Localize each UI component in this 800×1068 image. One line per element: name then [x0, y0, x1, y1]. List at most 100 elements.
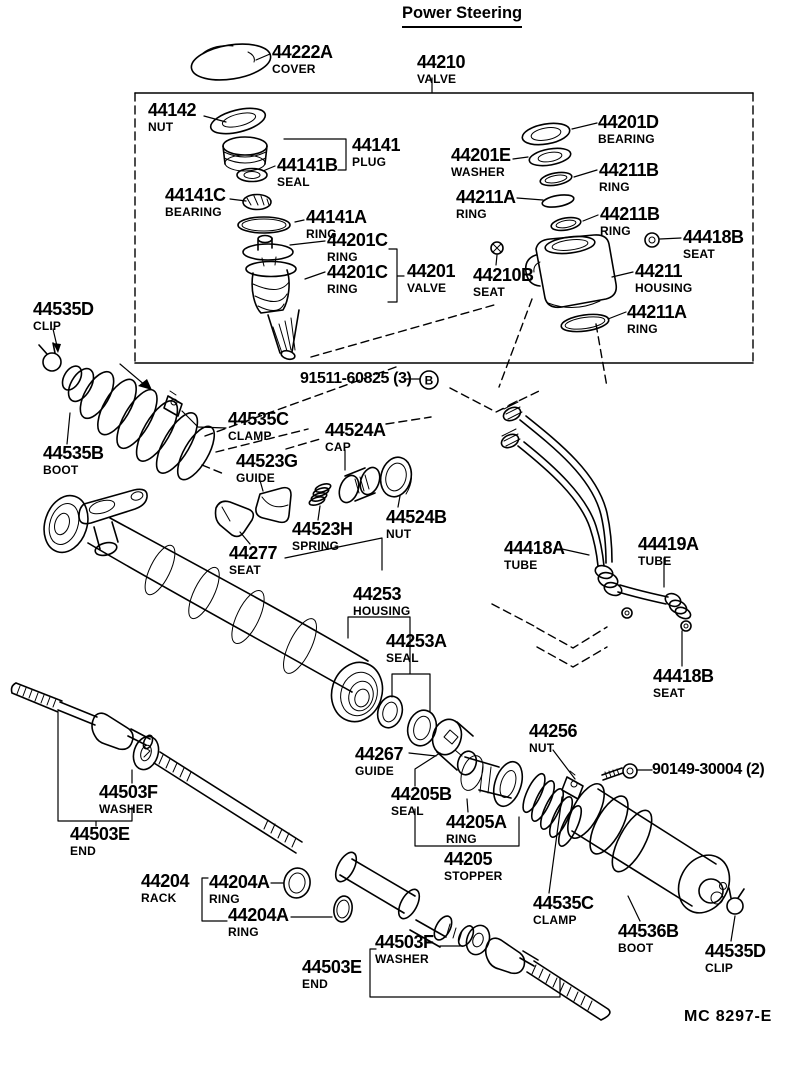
- part-type: RING: [599, 180, 630, 194]
- part-type: VALVE: [407, 281, 447, 295]
- part-number: 44201E: [451, 145, 511, 165]
- part-type: CLIP: [705, 961, 734, 975]
- part-number: 44204A: [228, 905, 289, 925]
- part-number: 44205A: [446, 812, 507, 832]
- part-type: HOUSING: [353, 604, 411, 618]
- part-label-90149-30004: 90149-30004 (2): [652, 761, 765, 778]
- part-number: 44211B: [599, 160, 659, 180]
- part-type: RING: [228, 925, 259, 939]
- part-number: 44503F: [99, 782, 158, 802]
- part-type: SPRING: [292, 539, 340, 553]
- part-number: 44211A: [627, 302, 687, 322]
- arrowhead-clip: [53, 343, 61, 353]
- part-number: 44503E: [70, 824, 130, 844]
- part-number: 44211: [635, 261, 683, 281]
- part-type: CLIP: [33, 319, 62, 333]
- part-type: VALVE: [417, 72, 457, 86]
- tie-rod-left: [10, 682, 303, 854]
- part-number: 44256: [529, 721, 578, 741]
- part-type: END: [302, 977, 328, 991]
- page-title: Power Steering: [402, 4, 523, 28]
- part-type: SEAT: [683, 247, 715, 261]
- part-type: STOPPER: [444, 869, 503, 883]
- part-number: 44418B: [683, 227, 744, 247]
- part-number: 44222A: [272, 42, 333, 62]
- part-number: 44201C: [327, 262, 388, 282]
- lower-center-parts: [376, 695, 745, 915]
- part-number: 44535C: [533, 893, 594, 913]
- part-type: END: [70, 844, 96, 858]
- part-type: RACK: [141, 891, 177, 905]
- part-type: RING: [327, 282, 358, 296]
- part-number: 44524A: [325, 420, 386, 440]
- part-type: NUT: [386, 527, 412, 541]
- bolt-marker-letter: B: [425, 374, 434, 388]
- leader-lines: [52, 53, 736, 998]
- part-type: TUBE: [638, 554, 672, 568]
- part-number: 44535C: [228, 409, 289, 429]
- part-number: 44211A: [456, 187, 516, 207]
- part-type: NUT: [529, 741, 555, 755]
- part-type: RING: [600, 224, 631, 238]
- part-number: 44141A: [306, 207, 367, 227]
- part-number: 44141C: [165, 185, 226, 205]
- part-type: CAP: [325, 440, 351, 454]
- part-type: NUT: [148, 120, 174, 134]
- part-number: 44277: [229, 543, 278, 563]
- arrowhead-box: [138, 379, 152, 390]
- part-number: 44524B: [386, 507, 447, 527]
- part-number: 44204A: [209, 872, 270, 892]
- part-type: GUIDE: [236, 471, 276, 485]
- part-type: BOOT: [43, 463, 79, 477]
- part-type: SEAL: [277, 175, 310, 189]
- bolt-90149: [601, 763, 638, 781]
- part-number: 44253: [353, 584, 402, 604]
- part-number: 44141: [352, 135, 401, 155]
- part-number: 90149-30004 (2): [652, 761, 765, 778]
- part-type: RING: [306, 227, 337, 241]
- part-number: 44523H: [292, 519, 353, 539]
- part-type: RING: [446, 832, 477, 846]
- part-number: 44418A: [504, 538, 565, 558]
- part-number: 44503F: [375, 932, 434, 952]
- part-type: RING: [456, 207, 487, 221]
- part-type: RING: [209, 892, 240, 906]
- part-type: WASHER: [375, 952, 429, 966]
- part-number: 44205B: [391, 784, 452, 804]
- mid-small-parts: [214, 456, 413, 538]
- part-number: 44267: [355, 744, 404, 764]
- part-type: WASHER: [99, 802, 153, 816]
- rack-housing: [43, 488, 384, 723]
- part-type: SEAT: [653, 686, 685, 700]
- part-label-91511-60825: 91511-60825 (3): [300, 371, 412, 387]
